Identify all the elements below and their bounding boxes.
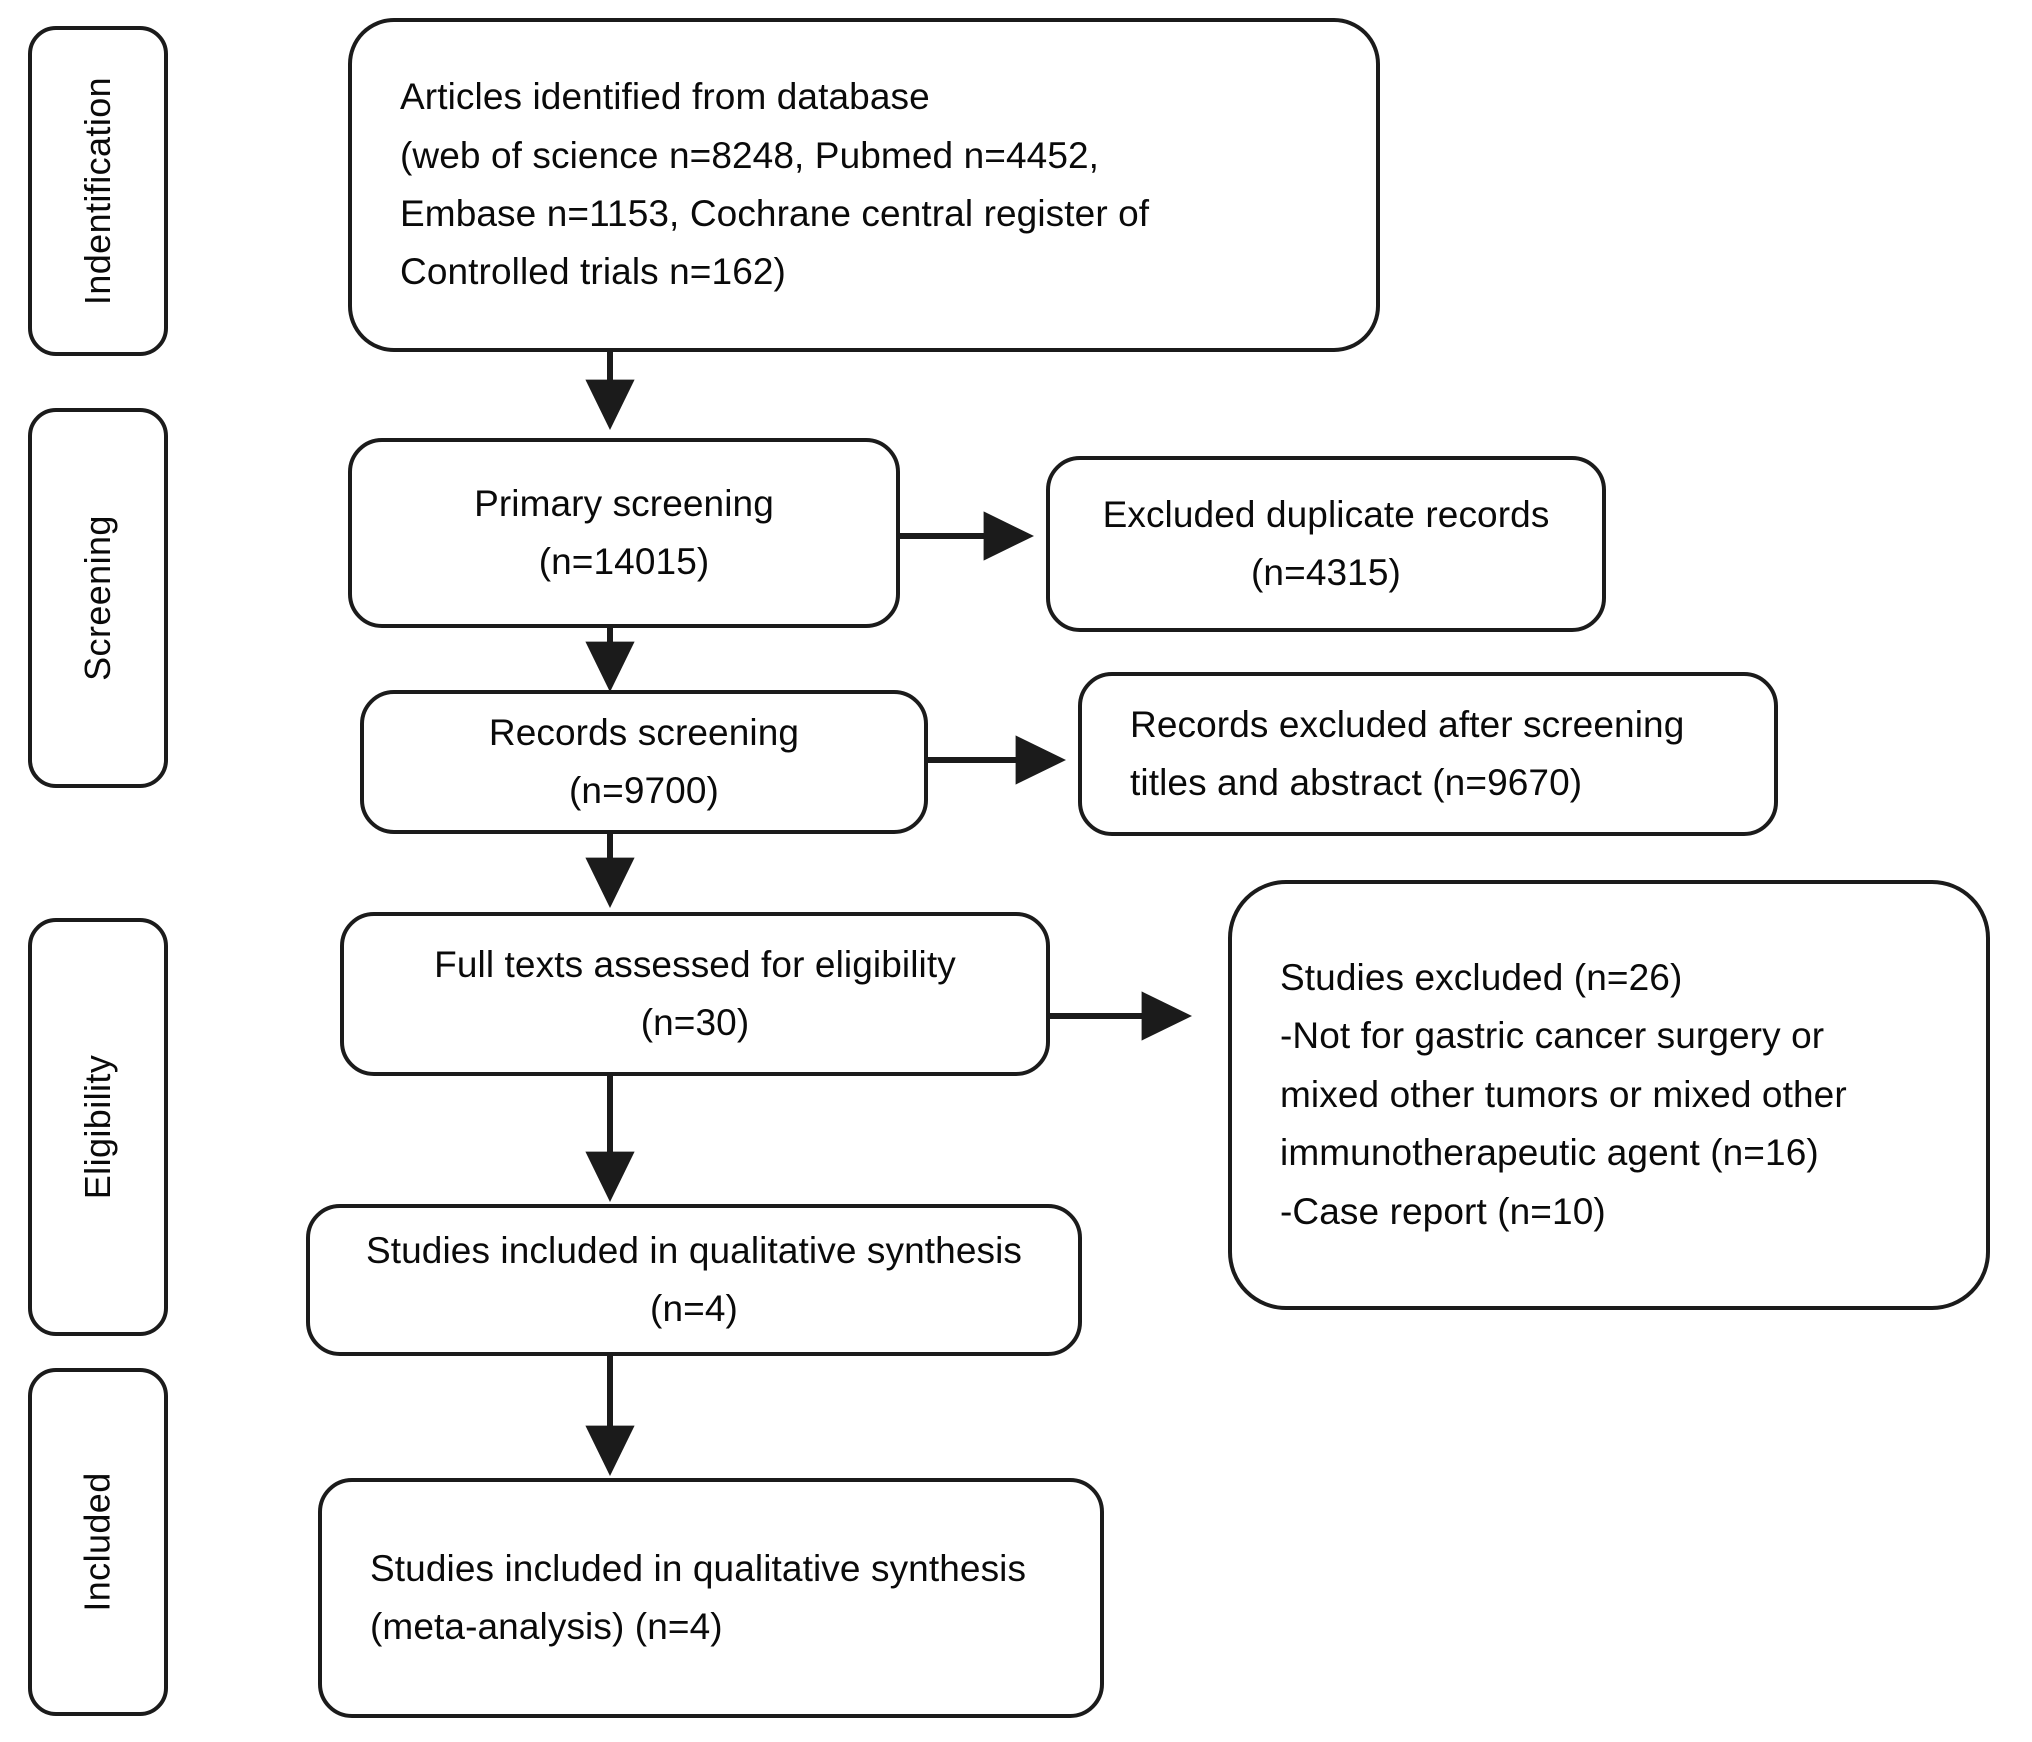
- node-line: Studies included in qualitative synthesi…: [365, 1229, 1023, 1271]
- node-line: titles and abstract (n=9670): [1130, 762, 1583, 803]
- node-excluded-duplicate-records: Excluded duplicate records (n=4315): [1046, 456, 1606, 632]
- node-line: (meta-analysis) (n=4): [370, 1606, 723, 1647]
- node-studies-excluded: Studies excluded (n=26) -Not for gastric…: [1228, 880, 1990, 1310]
- node-line: -Case report (n=10): [1280, 1190, 1606, 1232]
- node-line: (web of science n=8248, Pubmed n=4452,: [400, 134, 1100, 176]
- node-line: Studies included in qualitative synthesi…: [370, 1547, 1027, 1589]
- node-studies-included-qualitative: Studies included in qualitative synthesi…: [306, 1204, 1082, 1356]
- node-line: Records excluded after screening: [1130, 703, 1685, 745]
- stage-label-eligibility: Eligibility: [28, 918, 168, 1336]
- node-line: (n=4): [650, 1288, 738, 1329]
- node-line: (n=30): [640, 1002, 750, 1043]
- node-line: Articles identified from database: [400, 76, 930, 118]
- node-line: Full texts assessed for eligibility: [434, 943, 956, 985]
- node-line: (n=14015): [538, 541, 710, 582]
- node-line: Excluded duplicate records: [1102, 493, 1550, 535]
- node-records-screening: Records screening (n=9700): [360, 690, 928, 834]
- node-line: mixed other tumors or mixed other: [1280, 1073, 1847, 1115]
- node-line: Primary screening: [474, 482, 774, 524]
- node-line: Records screening: [488, 711, 800, 753]
- stage-label-screening-text: Screening: [77, 515, 118, 681]
- node-line: (n=4315): [1251, 552, 1401, 593]
- node-line: Embase n=1153, Cochrane central register…: [400, 193, 1150, 234]
- node-line: (n=9700): [569, 770, 719, 811]
- node-studies-included-meta-analysis: Studies included in qualitative synthesi…: [318, 1478, 1104, 1718]
- node-line: immunotherapeutic agent (n=16): [1280, 1132, 1819, 1174]
- stage-label-identification: Indentification: [28, 26, 168, 356]
- node-records-excluded-after-screening: Records excluded after screening titles …: [1078, 672, 1778, 836]
- stage-label-identification-text: Indentification: [77, 76, 118, 306]
- node-records-identified: Articles identified from database (web o…: [348, 18, 1380, 352]
- node-line: Studies excluded (n=26): [1280, 956, 1683, 998]
- stage-label-included: Included: [28, 1368, 168, 1716]
- stage-label-included-text: Included: [77, 1472, 118, 1612]
- stage-label-screening: Screening: [28, 408, 168, 788]
- node-line: Controlled trials n=162): [400, 251, 786, 293]
- stage-label-eligibility-text: Eligibility: [77, 1054, 119, 1200]
- node-primary-screening: Primary screening (n=14015): [348, 438, 900, 628]
- node-full-texts-assessed: Full texts assessed for eligibility (n=3…: [340, 912, 1050, 1076]
- node-line: -Not for gastric cancer surgery or: [1280, 1015, 1825, 1057]
